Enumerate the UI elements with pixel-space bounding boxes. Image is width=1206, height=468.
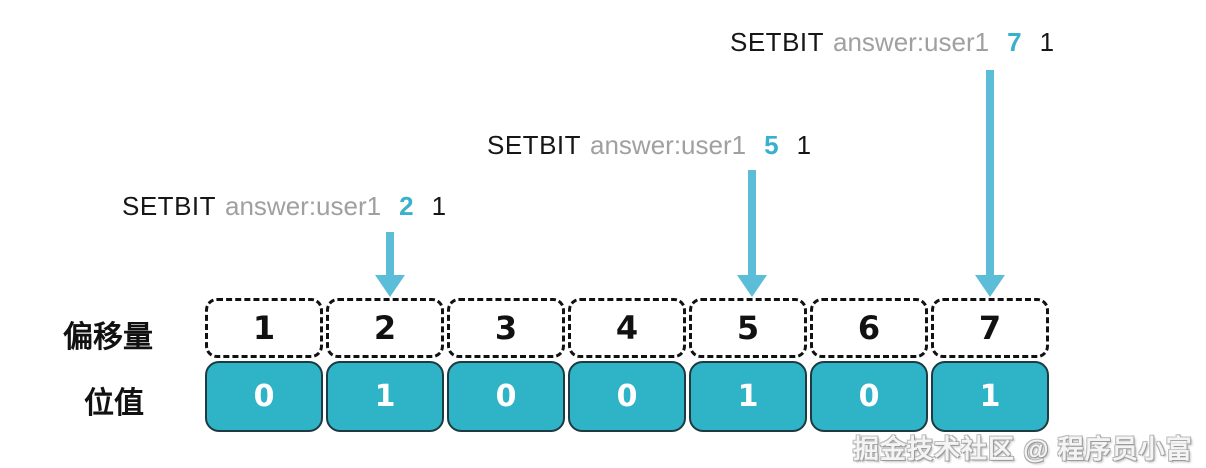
arrow-head [737,275,767,297]
command-key: answer:user1 [225,191,382,221]
command-keyword: SETBIT [730,27,825,57]
offset-cell-3: 3 [447,298,565,358]
command-key: answer:user1 [590,130,747,160]
bit-cell-2: 1 [326,361,444,432]
offset-cell-6: 6 [810,298,928,358]
setbit-command-offset-2: SETBIT answer:user1 2 1 [122,191,446,222]
command-offset-arg: 2 [399,191,414,221]
bit-row-label: 位值 [84,387,144,420]
command-keyword: SETBIT [122,191,217,221]
bit-cell-3: 0 [447,361,565,432]
watermark: 掘金技术社区 @ 程序员小富 [853,434,1193,464]
offset-cell-1: 1 [205,298,323,358]
bit-cell-1: 0 [205,361,323,432]
arrow-shaft [386,232,394,275]
setbit-command-offset-5: SETBIT answer:user1 5 1 [487,130,811,161]
offset-cell-4: 4 [568,298,686,358]
arrow-shaft [748,170,756,275]
arrow-head [975,275,1005,297]
command-offset-arg: 7 [1007,27,1022,57]
arrow-head [375,275,405,297]
down-arrow-icon [975,70,1005,297]
bit-value-row: 0 1 0 0 1 0 1 [205,361,1049,432]
command-value-arg: 1 [431,191,447,221]
down-arrow-icon [375,232,405,297]
offset-cell-7: 7 [931,298,1049,358]
command-key: answer:user1 [833,27,990,57]
command-value-arg: 1 [796,130,812,160]
bit-cell-5: 1 [689,361,807,432]
offset-cell-2: 2 [326,298,444,358]
offset-row-label: 偏移量 [63,321,153,354]
command-keyword: SETBIT [487,130,582,160]
bit-cell-7: 1 [931,361,1049,432]
bit-cell-4: 0 [568,361,686,432]
arrow-shaft [986,70,994,275]
bit-cell-6: 0 [810,361,928,432]
setbit-command-offset-7: SETBIT answer:user1 7 1 [730,27,1054,58]
offset-cell-5: 5 [689,298,807,358]
command-offset-arg: 5 [764,130,779,160]
command-value-arg: 1 [1039,27,1055,57]
down-arrow-icon [737,170,767,297]
offset-row: 1 2 3 4 5 6 7 [205,298,1049,358]
